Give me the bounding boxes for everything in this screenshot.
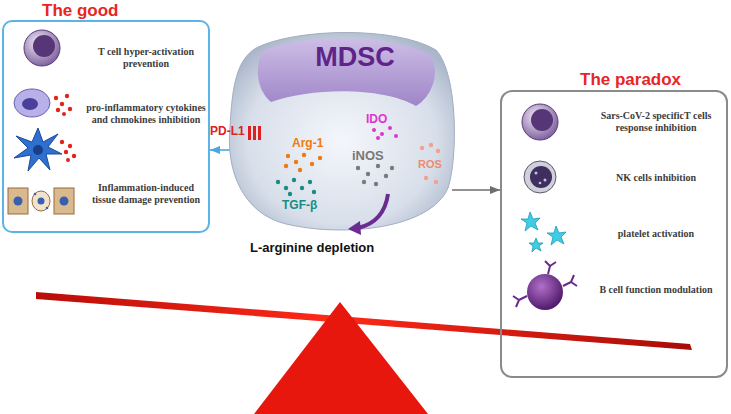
- mdsc-cell: MDSC IDO Arg-1 iNOS ROS TGF-β: [226, 28, 458, 233]
- molecule-label: ROS: [418, 158, 442, 170]
- molecule-label: TGF-β: [282, 198, 317, 212]
- tissue-icon: [8, 188, 74, 214]
- effect-text: Sars-CoV-2 specificT cells response inhi…: [588, 110, 724, 134]
- dendritic-cell-icon: [14, 128, 76, 171]
- cell-name: MDSC: [300, 42, 410, 73]
- macrophage-icon: [14, 89, 72, 117]
- molecule-label: IDO: [366, 112, 387, 126]
- receptor-label: PD-L1: [210, 124, 245, 138]
- panel-heading: The good: [42, 1, 118, 21]
- t-cell-icon: [522, 104, 558, 140]
- inhibition-arrow: [210, 149, 232, 151]
- process-label: L-arginine depletion: [250, 240, 374, 255]
- effect-text: B cell function modulation: [588, 284, 724, 296]
- effect-text: platelet activation: [588, 228, 724, 240]
- effect-text: pro-inflammatory cytokines and chmokines…: [86, 102, 206, 126]
- molecule-label: iNOS: [352, 148, 384, 163]
- good-panel: The goodT cell hyper-activation preventi…: [2, 20, 210, 233]
- effect-text: NK cells inhibition: [588, 172, 724, 184]
- paradox-panel: The paradoxSars-CoV-2 specificT cells re…: [500, 90, 728, 378]
- molecule-label: Arg-1: [292, 136, 323, 150]
- panel-heading: The paradox: [580, 70, 681, 90]
- effect-text: Inflammation-induced tissue damage preve…: [86, 182, 206, 206]
- platelet-icon: [521, 212, 566, 252]
- effect-arrow: [452, 189, 500, 191]
- seesaw-pivot: [254, 302, 428, 414]
- t-cell-icon: [24, 30, 60, 66]
- b-cell-icon: [513, 261, 577, 310]
- effect-text: T cell hyper-activation prevention: [86, 46, 206, 70]
- nk-cell-icon: [524, 161, 556, 193]
